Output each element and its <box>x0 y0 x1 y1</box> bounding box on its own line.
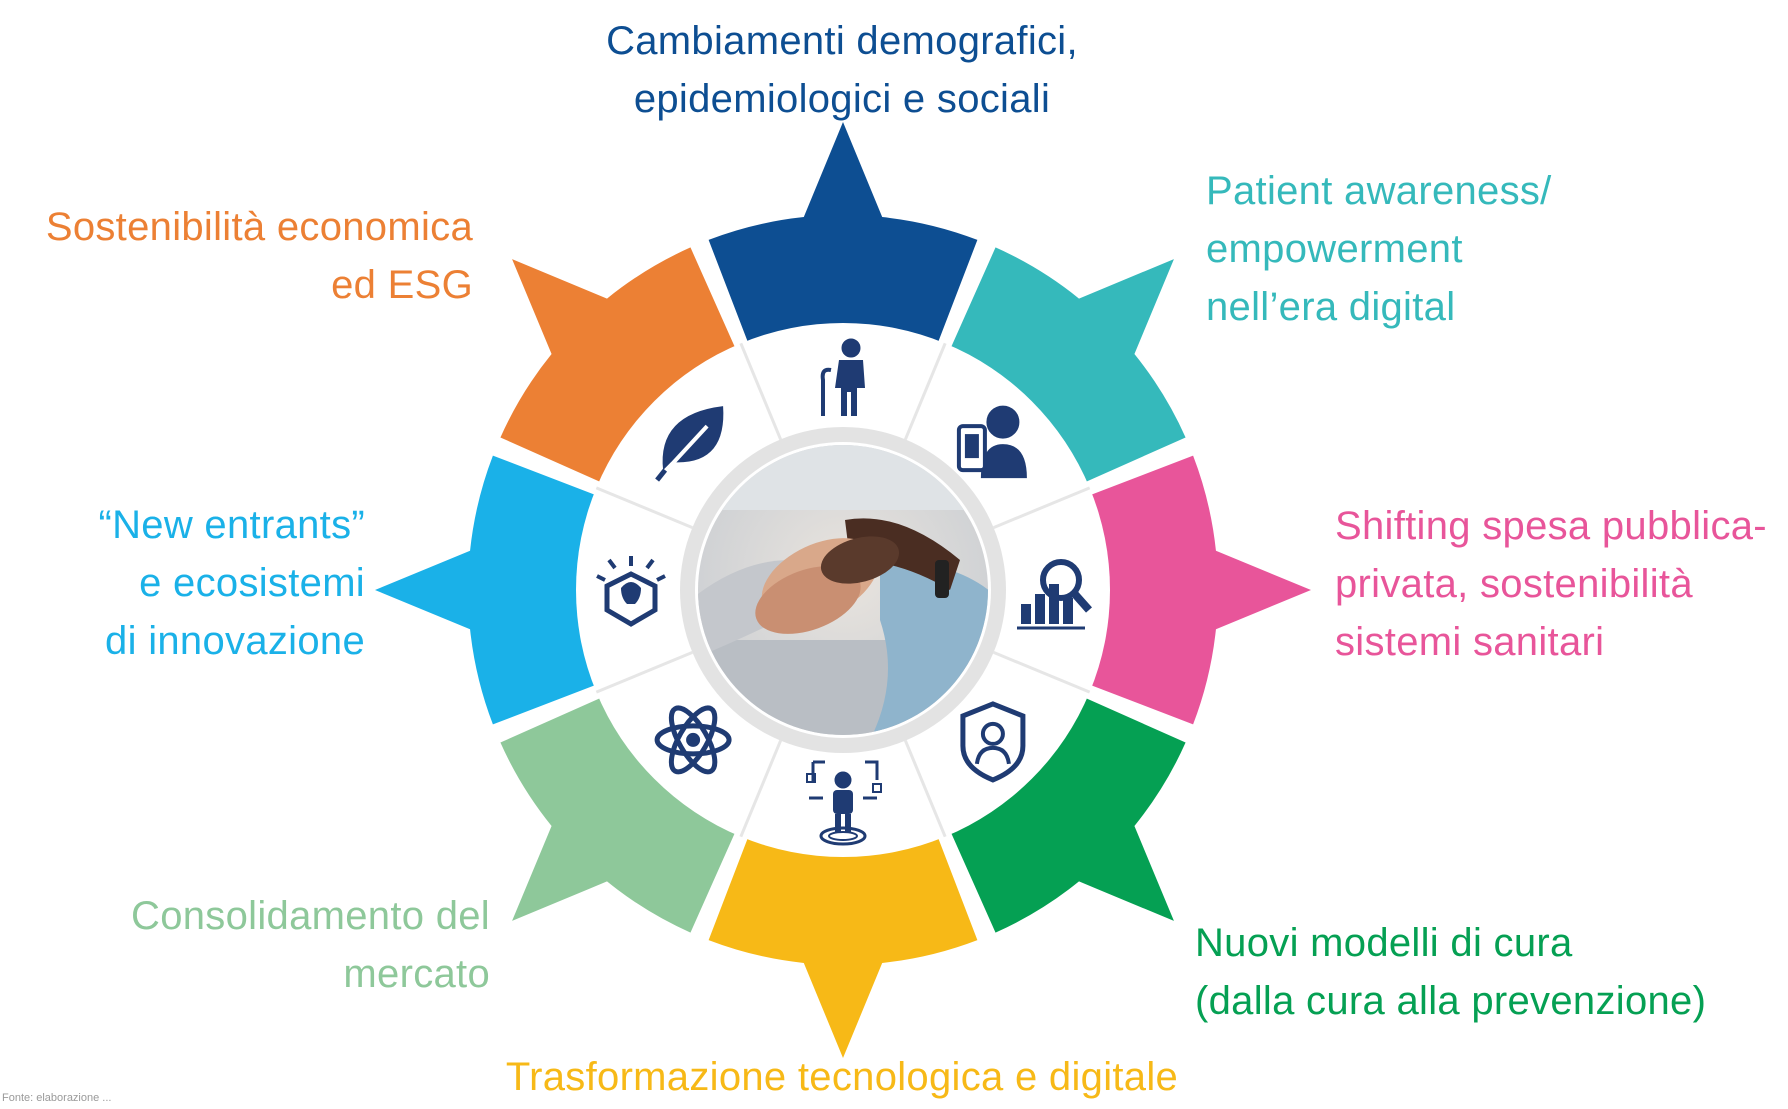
label-line: empowerment <box>1206 227 1463 271</box>
center-photo <box>698 445 988 735</box>
label-line: nell’era digital <box>1206 285 1456 329</box>
label-line: Sostenibilità economica <box>45 205 473 249</box>
segment-trasf <box>708 828 978 1058</box>
label-line: epidemiologici e sociali <box>633 77 1051 121</box>
segment-patient <box>946 247 1186 487</box>
person-digital-network-icon <box>806 760 882 846</box>
segment-consol <box>500 693 740 933</box>
elderly-person-with-cane-icon <box>820 338 865 416</box>
ring-divider <box>739 740 783 838</box>
segment-shift <box>1081 455 1311 725</box>
label-sostenibilita: Sostenibilità economica ed ESG <box>10 198 473 314</box>
ring-divider <box>903 740 947 838</box>
bar-chart-magnifier-icon <box>1017 559 1092 630</box>
label-shifting-spesa: Shifting spesa pubblica- privata, sosten… <box>1335 497 1767 671</box>
ring-divider <box>993 650 1091 694</box>
label-line: Consolidamento del <box>131 894 490 938</box>
segment-demog <box>708 122 978 352</box>
shield-person-icon <box>960 701 1026 783</box>
label-line: di innovazione <box>105 619 365 663</box>
label-trasformazione: Trasformazione tecnologica e digitale <box>482 1048 1202 1106</box>
label-line: Patient awareness/ <box>1206 169 1552 213</box>
label-line: mercato <box>343 952 490 996</box>
source-note: Fonte: elaborazione ... <box>2 1092 112 1104</box>
label-nuovi-modelli: Nuovi modelli di cura (dalla cura alla p… <box>1195 914 1706 1030</box>
label-line: Nuovi modelli di cura <box>1195 921 1573 965</box>
ring-divider <box>903 342 947 440</box>
segment-sost <box>500 247 740 487</box>
label-line: sistemi sanitari <box>1335 620 1605 664</box>
leaf-icon <box>655 406 724 482</box>
ring-divider <box>739 342 783 440</box>
label-line: Shifting spesa pubblica- <box>1335 504 1767 548</box>
label-line: “New entrants” <box>98 503 365 547</box>
ring-divider <box>595 650 693 694</box>
label-line: Trasformazione tecnologica e digitale <box>505 1055 1179 1099</box>
label-consolidamento: Consolidamento del mercato <box>60 887 490 1003</box>
ring-divider <box>993 486 1091 530</box>
label-line: (dalla cura alla prevenzione) <box>1195 979 1707 1023</box>
patient-with-smartphone-icon <box>956 405 1027 479</box>
innovation-lightbulb-box-icon <box>596 556 666 627</box>
atom-icon <box>654 705 732 775</box>
label-new-entrants: “New entrants” e ecosistemi di innovazio… <box>30 496 365 670</box>
ring-divider <box>595 486 693 530</box>
label-line: privata, sostenibilità <box>1335 562 1693 606</box>
segment-nuovi <box>946 693 1186 933</box>
segment-new <box>375 455 605 725</box>
label-patient-awareness: Patient awareness/ empowerment nell’era … <box>1206 162 1552 336</box>
label-line: e ecosistemi <box>139 561 365 605</box>
label-line: ed ESG <box>331 263 473 307</box>
label-line: Cambiamenti demografici, <box>606 19 1078 63</box>
label-cambiamenti-demografici: Cambiamenti demografici, epidemiologici … <box>592 12 1092 128</box>
